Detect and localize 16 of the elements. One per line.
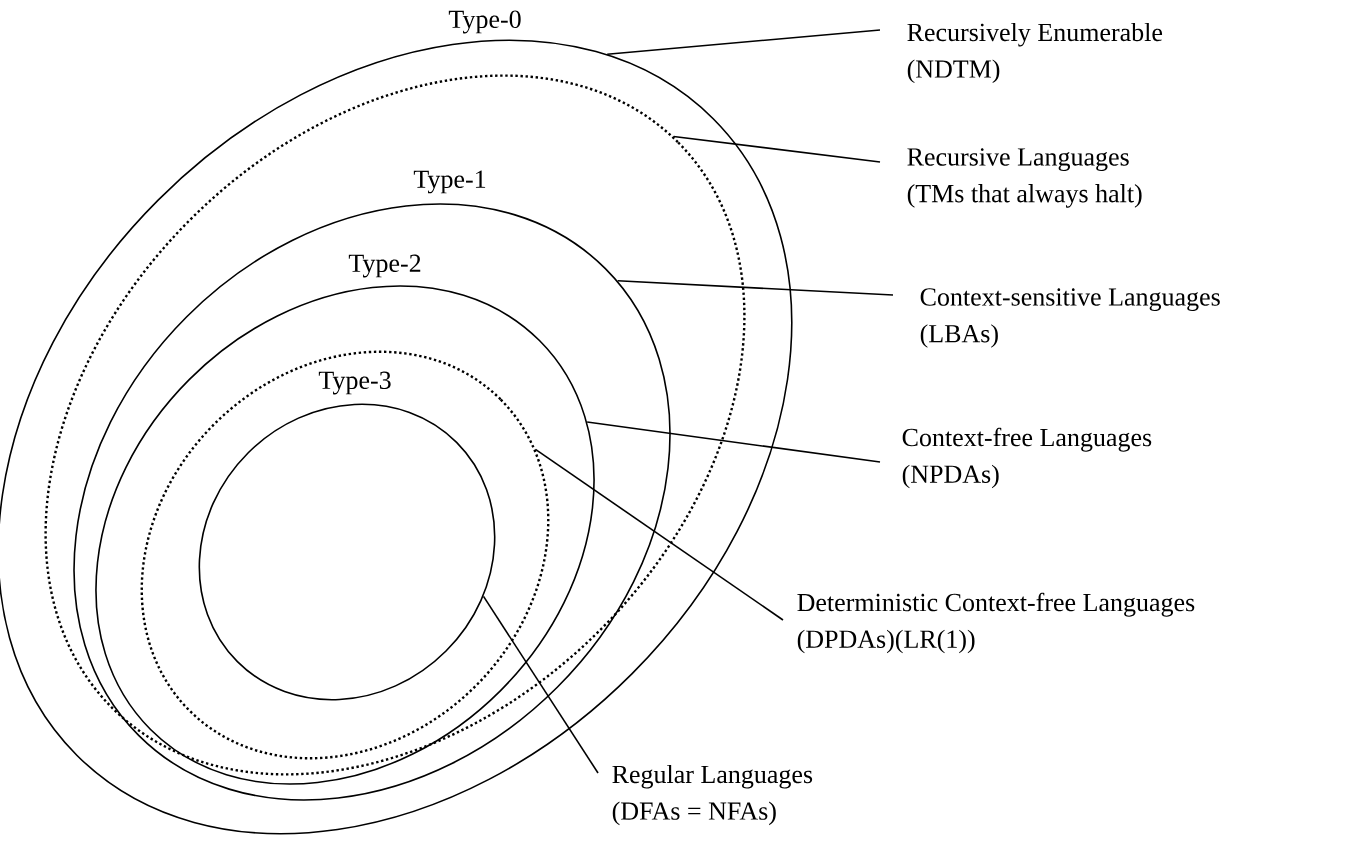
language-class-label: Recursively Enumerable (NDTM) bbox=[907, 22, 1163, 84]
leader-line bbox=[534, 448, 784, 621]
leader-line bbox=[616, 280, 894, 296]
leader-line bbox=[482, 595, 599, 774]
language-class-label: Recursive Languages (TMs that always halt) bbox=[907, 148, 1142, 208]
ellipse-title: Type-2 bbox=[348, 254, 421, 278]
language-class-label: Deterministic Context-free Languages (DPDAs)(LR(1)) bbox=[797, 592, 1195, 654]
leader-line bbox=[672, 135, 881, 163]
leader-line bbox=[586, 421, 881, 463]
leader-line bbox=[606, 29, 881, 55]
ellipse-title: Type-3 bbox=[318, 371, 391, 395]
language-class-label: Context-free Languages (NPDAs) bbox=[902, 427, 1152, 489]
language-class-label: Regular Languages (DFAs = NFAs) bbox=[612, 764, 813, 826]
ellipse-title: Type-0 bbox=[448, 10, 521, 34]
language-class-label: Context-sensitive Languages (LBAs) bbox=[920, 288, 1220, 348]
ellipse-title: Type-1 bbox=[413, 170, 486, 194]
